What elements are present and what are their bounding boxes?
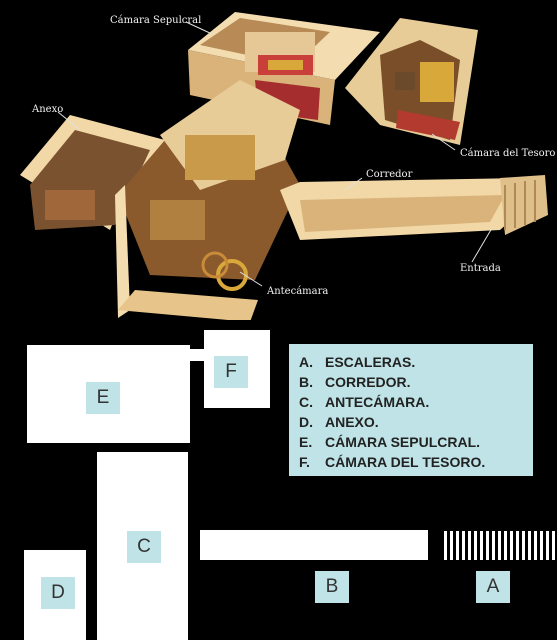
legend-letter: B. [299,374,313,390]
legend-letter: C. [299,394,313,410]
legend-box: A. ESCALERAS. B. CORREDOR. C. ANTECÁMARA… [289,344,533,476]
tag-a: A [476,571,510,603]
legend-letter: E. [299,434,313,450]
label-entrance: Entrada [460,263,501,274]
legend-text: CÁMARA SEPULCRAL. [325,434,481,450]
passage-e-f [189,349,205,361]
burial-chamber-model [188,12,380,125]
legend-item: E. CÁMARA SEPULCRAL. [299,432,523,452]
label-burial-chamber: Cámara Sepulcral [110,15,202,26]
label-annex: Anexo [32,104,64,115]
room-a-stairs [444,531,556,560]
legend-text: ANTECÁMARA. [325,394,430,410]
legend-item: A. ESCALERAS. [299,352,523,372]
tag-b: B [315,571,349,603]
label-treasury: Cámara del Tesoro [460,148,556,159]
legend-text: ANEXO. [325,414,379,430]
label-antechamber: Antecámara [267,286,329,297]
room-b [200,530,428,560]
legend-item: B. CORREDOR. [299,372,523,392]
legend-letter: F. [299,454,310,470]
tag-f: F [214,356,248,388]
legend-text: ESCALERAS. [325,354,416,370]
callout-lines [57,21,493,287]
legend-item: D. ANEXO. [299,412,523,432]
tag-c: C [127,531,161,563]
legend-text: CORREDOR. [325,374,411,390]
label-corridor: Corredor [366,169,413,180]
treasury-model [345,18,478,145]
legend-letter: A. [299,354,313,370]
corridor-model [280,175,548,240]
legend-text: CÁMARA DEL TESORO. [325,454,486,470]
tomb-illustration [20,12,548,320]
legend-letter: D. [299,414,313,430]
tag-e: E [86,382,120,414]
antechamber-model [20,80,300,320]
legend-item: C. ANTECÁMARA. [299,392,523,412]
legend-item: F. CÁMARA DEL TESORO. [299,452,523,472]
tag-d: D [41,577,75,609]
